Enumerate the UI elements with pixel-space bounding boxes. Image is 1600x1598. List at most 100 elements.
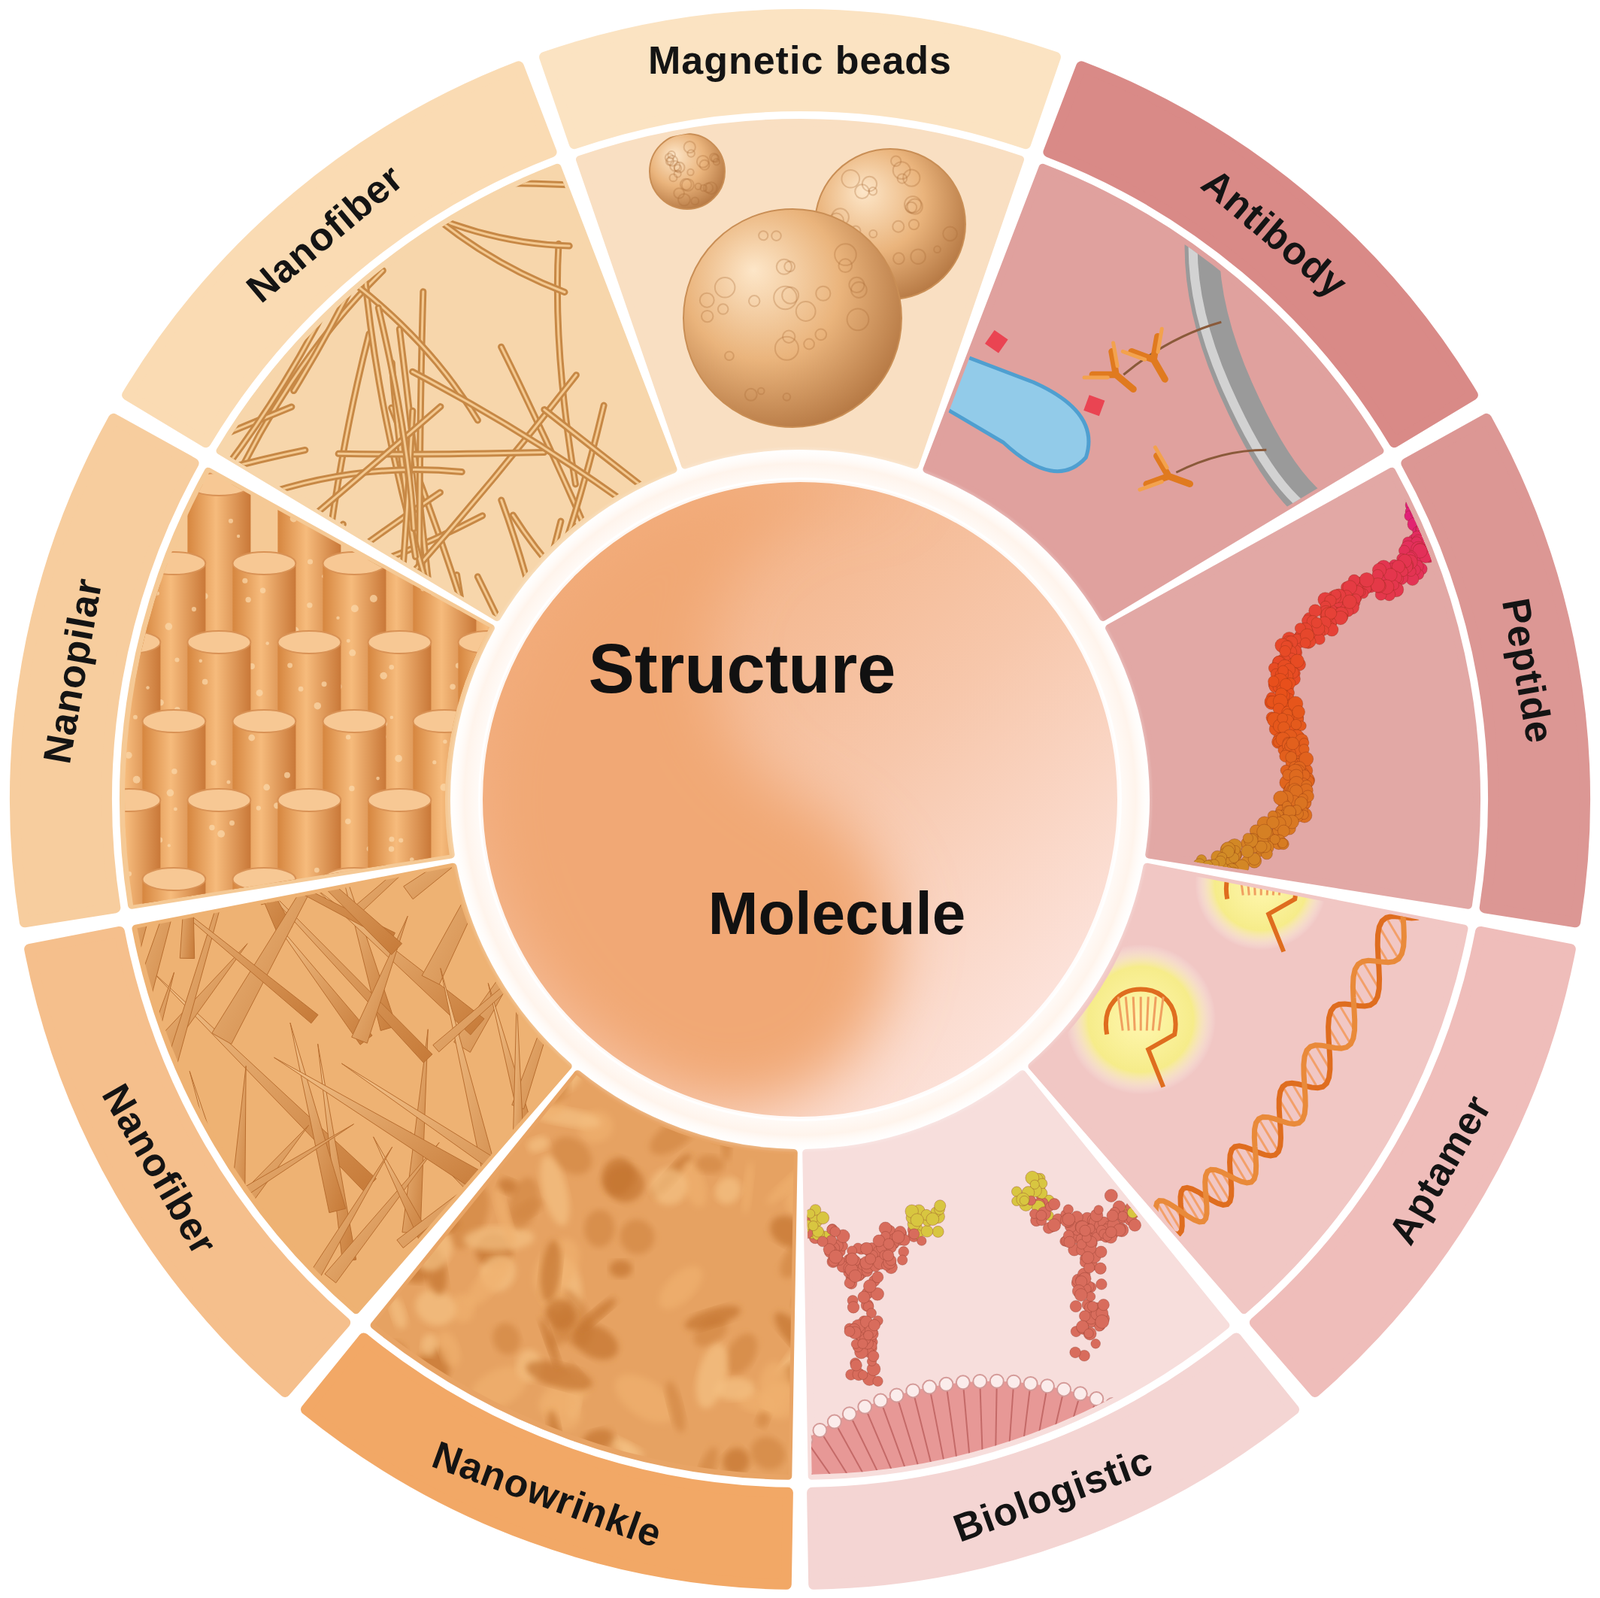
protein-residue <box>867 1350 879 1362</box>
bead-texture <box>907 198 923 214</box>
pillar-texture <box>118 755 125 763</box>
lipid-head <box>873 1393 888 1408</box>
protein-residue <box>1132 1182 1146 1197</box>
protein-residue <box>1144 1183 1158 1197</box>
loop-rung <box>1272 861 1276 896</box>
pillar-texture <box>174 657 179 662</box>
yin-yang <box>375 374 1120 1157</box>
bead-texture <box>783 393 791 401</box>
pillar-texture <box>434 882 438 886</box>
pillar-texture <box>462 975 470 983</box>
pillar-texture <box>371 869 379 877</box>
antigen <box>1083 394 1105 416</box>
protein-residue <box>830 1226 841 1237</box>
fiber-highlight <box>678 263 956 462</box>
protein-residue <box>1136 1180 1146 1190</box>
segment-label: Nanopilar <box>29 566 116 776</box>
protein-residue <box>1081 1251 1094 1264</box>
pillar-texture <box>256 689 264 697</box>
lipid-head <box>939 1377 953 1391</box>
protein-residue <box>1148 1191 1158 1201</box>
wrinkle <box>806 1175 846 1251</box>
pillar-texture <box>284 938 289 943</box>
peptide-residue <box>1410 506 1425 520</box>
pillar-texture <box>147 1043 153 1049</box>
pillar-texture <box>354 943 359 948</box>
pillar-texture <box>190 899 197 906</box>
wrinkle <box>524 1230 590 1305</box>
pillar-texture <box>390 715 394 720</box>
wrinkle <box>433 1328 465 1370</box>
lipid-tail <box>849 1413 886 1488</box>
peptide-residue <box>1206 864 1219 876</box>
antibody-symbol <box>1122 328 1185 391</box>
fiber <box>326 527 360 842</box>
protein-residue <box>1019 1195 1029 1205</box>
protein-residue <box>845 1252 859 1266</box>
antibody-arm <box>1131 336 1179 387</box>
pillar-texture <box>24 938 29 943</box>
pillar-texture <box>398 837 404 843</box>
pillar-texture <box>251 900 257 905</box>
pillar-texture <box>284 772 291 779</box>
protein-residue <box>1127 1206 1139 1219</box>
pillar-texture <box>345 818 352 825</box>
lipid-head <box>678 1592 693 1598</box>
pillar-texture <box>125 751 133 759</box>
peptide-residue <box>1411 507 1421 517</box>
peptide-residue <box>1359 572 1374 587</box>
loop-rung <box>1278 861 1284 896</box>
pillar-texture <box>248 734 255 742</box>
protein-residue <box>1095 1315 1110 1329</box>
lipid-tail <box>834 1421 875 1494</box>
fiber <box>338 452 544 455</box>
protein-residue <box>1097 1299 1110 1311</box>
peptide-residue <box>1342 594 1357 609</box>
protein-residue <box>1084 1328 1094 1338</box>
needle <box>303 1146 393 1288</box>
pillar-texture <box>440 899 448 907</box>
bead-texture <box>782 330 795 343</box>
lipid-head <box>890 1387 904 1402</box>
pillar-texture <box>145 685 150 690</box>
pillar-texture <box>351 604 359 613</box>
wrinkle <box>381 1500 409 1558</box>
lipid-tail <box>912 1390 934 1471</box>
pillar-texture <box>387 882 393 888</box>
wrinkle <box>866 1262 897 1315</box>
protein-residue <box>1130 1181 1143 1194</box>
fiber-highlight <box>216 515 483 604</box>
wrinkle <box>644 1161 694 1212</box>
lipid-head <box>1281 1571 1296 1585</box>
wrinkle <box>580 1425 617 1453</box>
pillar-texture <box>328 982 333 987</box>
protein-residue <box>1105 1226 1117 1238</box>
segment-title: Biologistic <box>947 1436 1159 1551</box>
loop-rung <box>1260 861 1263 896</box>
pillar-texture <box>226 779 231 784</box>
segment-label: Magnetic beads <box>640 34 960 86</box>
peptide-residue <box>1419 526 1429 536</box>
pillar-texture <box>538 1056 543 1061</box>
bead-texture <box>893 252 905 264</box>
pillar-texture <box>220 923 228 931</box>
bead-texture <box>673 187 685 199</box>
pillar-texture <box>193 972 200 979</box>
protein-residue <box>891 1230 905 1244</box>
protein-residue <box>1063 1236 1076 1248</box>
needle <box>274 1057 490 1193</box>
pillar-texture <box>432 760 437 764</box>
fiber-highlight <box>59 536 352 823</box>
pillar-texture <box>258 1018 263 1023</box>
peptide-residue <box>1290 718 1302 730</box>
protein-residue <box>1074 1287 1088 1301</box>
wrinkle <box>758 1360 791 1416</box>
protein-residue <box>1157 1191 1170 1205</box>
protein-residue <box>1104 1188 1118 1202</box>
lipid-head <box>1275 1555 1289 1570</box>
pillar-top <box>232 709 296 733</box>
pillar-texture <box>109 945 116 951</box>
label-band <box>15 418 194 922</box>
fiber <box>263 520 422 851</box>
protein-residue <box>1096 1278 1107 1290</box>
